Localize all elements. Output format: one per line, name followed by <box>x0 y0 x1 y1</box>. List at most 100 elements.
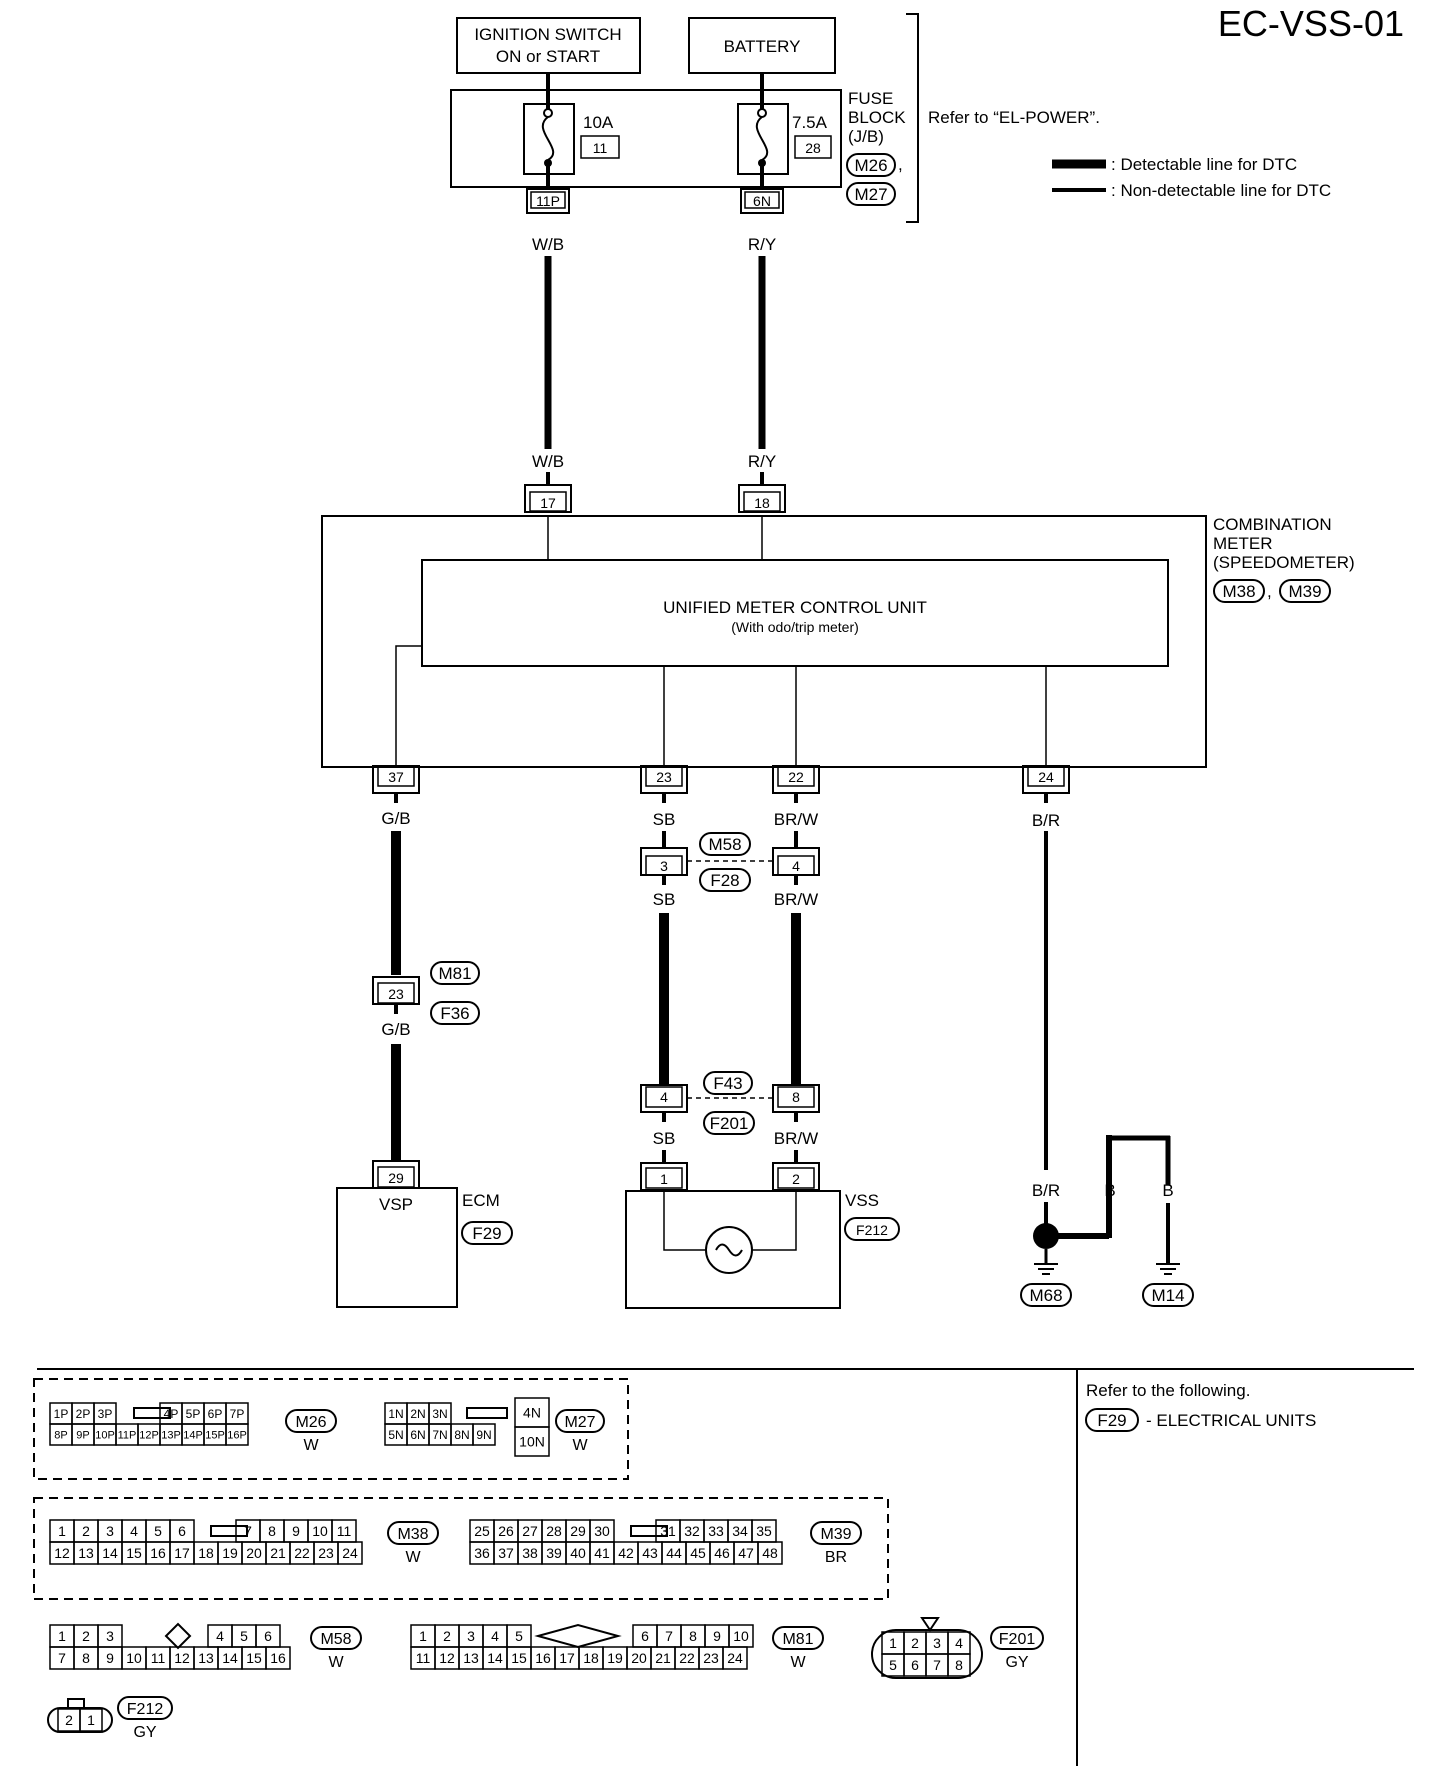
connector-pin-label: 47 <box>738 1545 754 1561</box>
junction-pin-23: 23 <box>388 986 404 1002</box>
connector-pin-label: 20 <box>246 1545 262 1561</box>
connector-pin-label: 4 <box>130 1523 138 1539</box>
wire-color-br: B/R <box>1032 811 1060 830</box>
junction-conn-f36: F36 <box>440 1004 469 1023</box>
connector-id: F201 <box>999 1631 1036 1648</box>
wire-color-wb: W/B <box>532 235 564 254</box>
connector-pin-label: 8P <box>54 1429 67 1441</box>
meter-pin-24: 24 <box>1038 769 1054 785</box>
connector-pin-label: 4N <box>523 1405 541 1421</box>
connector-pin-label: 3P <box>98 1407 113 1421</box>
unit-name: UNIFIED METER CONTROL UNIT <box>663 598 927 617</box>
junction-conn-m81: M81 <box>438 964 471 983</box>
connector-key-icon <box>534 1623 622 1649</box>
unit-subtitle: (With odo/trip meter) <box>731 619 859 635</box>
fuse-conn-m27: M27 <box>854 185 887 204</box>
vss-pin-2: 2 <box>792 1171 800 1187</box>
meter-pin-23: 23 <box>656 769 672 785</box>
connector-id-tag <box>772 1626 824 1650</box>
connector-pin-label: 5N <box>388 1428 403 1442</box>
connector-pin-label: 2N <box>410 1407 425 1421</box>
junction-pin-4: 4 <box>660 1089 668 1105</box>
connector-pin-label: 5 <box>515 1628 523 1644</box>
fuse-block-label-2: BLOCK <box>848 108 906 127</box>
connector-pin-label: 17 <box>174 1545 190 1561</box>
connector-pin-label: 41 <box>594 1545 610 1561</box>
wire-color-b: B <box>1104 1181 1115 1200</box>
connector-pin-label: 20 <box>631 1650 647 1666</box>
ecm-conn-f29: F29 <box>472 1224 501 1243</box>
connector-key-icon <box>164 1622 192 1650</box>
connector-pin-label: 3 <box>106 1523 114 1539</box>
connector-pin-label: 21 <box>655 1650 671 1666</box>
connector-pin-label: 11 <box>416 1650 431 1666</box>
meter-pin-17: 17 <box>540 495 556 511</box>
connector-pin-cell <box>514 1426 550 1457</box>
connector-color: BR <box>825 1549 847 1566</box>
connector-pin-cell <box>722 1646 748 1670</box>
connector-id: F212 <box>127 1701 164 1718</box>
connector-pin-cell <box>225 1423 249 1446</box>
connector-pin-label: 5 <box>889 1657 897 1673</box>
fuse-block-label: FUSE <box>848 89 893 108</box>
connector-pin-cell <box>947 1653 971 1677</box>
wire-color-gb: G/B <box>381 809 410 828</box>
fuse-block-box <box>450 89 842 188</box>
vss-conn-f212: F212 <box>856 1222 888 1238</box>
connector-pin-label: 17 <box>559 1650 575 1666</box>
connector-pin-label: 16 <box>270 1650 286 1666</box>
connector-pin-cell <box>265 1646 291 1670</box>
junction-conn-f201: F201 <box>710 1114 749 1133</box>
connector-pin-label: 13 <box>78 1545 94 1561</box>
connector-pin-label: 16 <box>535 1650 551 1666</box>
connector-pin-label: 1 <box>87 1712 95 1728</box>
connector-pin-label: 1P <box>54 1407 69 1421</box>
connector-pin-label: 7 <box>58 1650 66 1666</box>
connector-pin-label: 46 <box>714 1545 730 1561</box>
ignition-switch-label: IGNITION SWITCH <box>474 25 621 44</box>
ecm-box <box>336 1187 458 1308</box>
meter-pin-18: 18 <box>754 495 770 511</box>
connector-pin-label: 11 <box>151 1650 166 1666</box>
connector-pin-label: 34 <box>732 1523 748 1539</box>
wire-color-wb: W/B <box>532 452 564 471</box>
connector-pin-label: 13P <box>161 1429 181 1441</box>
connector-pin-label: 6 <box>178 1523 186 1539</box>
legend-nondetectable: : Non-detectable line for DTC <box>1111 181 1331 200</box>
connector-pin-label: 8N <box>454 1428 469 1442</box>
connector-pin-label: 10N <box>519 1434 545 1450</box>
connector-pin-label: 39 <box>546 1545 562 1561</box>
connector-pin-label: 5 <box>240 1628 248 1644</box>
connector-pin-label: 26 <box>498 1523 514 1539</box>
connector-pin-label: 7 <box>665 1628 673 1644</box>
ground-m68: M68 <box>1029 1286 1062 1305</box>
wire-color-gb: G/B <box>381 1020 410 1039</box>
wire-color-brw: BR/W <box>774 810 818 829</box>
connector-pin-label: 14 <box>102 1545 118 1561</box>
ecm-name: ECM <box>462 1191 500 1210</box>
connector-pin-label: 4 <box>955 1635 963 1651</box>
connector-id-tag <box>117 1696 173 1720</box>
connector-pin-label: 22 <box>679 1650 695 1666</box>
connector-pin-label: 4 <box>216 1628 224 1644</box>
connector-pin-cell <box>472 1423 496 1446</box>
junction-conn-m58: M58 <box>708 835 741 854</box>
connector-pin-label: 22 <box>294 1545 310 1561</box>
combination-meter-box <box>321 515 1207 768</box>
connector-pin-label: 28 <box>546 1523 562 1539</box>
connector-color: W <box>572 1437 588 1454</box>
connector-pin-cell <box>79 1708 103 1732</box>
meter-label-3: (SPEEDOMETER) <box>1213 553 1355 572</box>
fuse-block-label-3: (J/B) <box>848 127 884 146</box>
connector-pin-label: 45 <box>690 1545 706 1561</box>
meter-conn-m38: M38 <box>1222 582 1255 601</box>
vss-box <box>625 1190 841 1309</box>
connector-pin-label: 18 <box>198 1545 214 1561</box>
meter-label-2: METER <box>1213 534 1273 553</box>
connector-pin-label: 8 <box>268 1523 276 1539</box>
refer-electrical-units: - ELECTRICAL UNITS <box>1146 1411 1316 1430</box>
battery-label: BATTERY <box>724 37 801 56</box>
meter-pin-37: 37 <box>388 769 404 785</box>
wire-color-ry: R/Y <box>748 235 776 254</box>
connector-color: W <box>405 1549 421 1566</box>
